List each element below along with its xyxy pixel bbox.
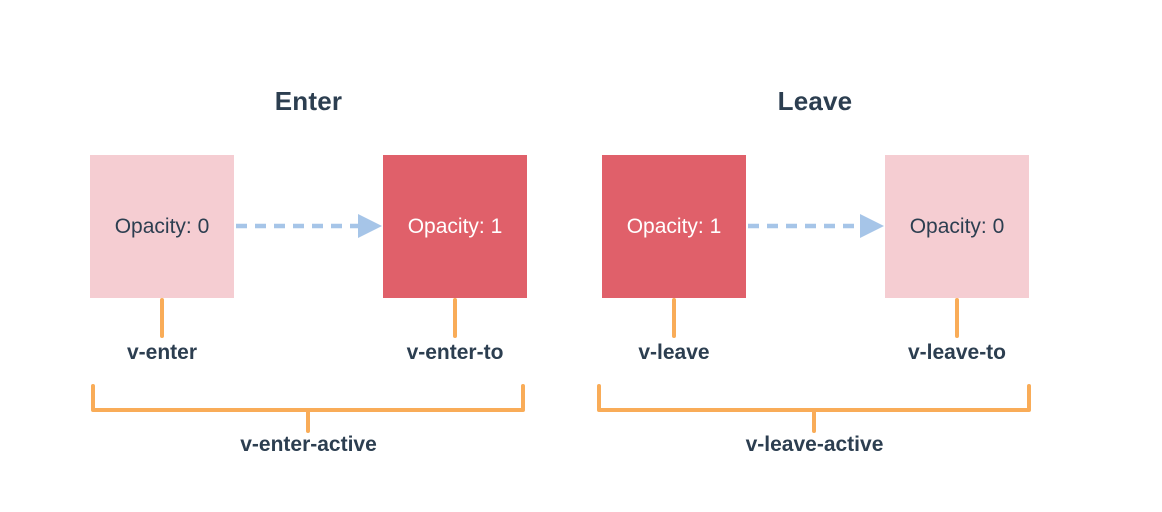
leave-title: Leave [777, 86, 853, 116]
leave-from-class-label: v-leave [638, 341, 710, 364]
enter-to-class-label: v-enter-to [406, 341, 504, 364]
leave-to-state-box: Opacity: 0 [885, 155, 1029, 298]
leave-from-state-box: Opacity: 1 [602, 155, 746, 298]
leave-to-state-text: Opacity: 0 [909, 214, 1005, 238]
leave-to-connector-line [955, 298, 959, 338]
enter-active-bracket-icon [91, 384, 525, 433]
enter-to-state-box: Opacity: 1 [383, 155, 527, 298]
leave-section: Leave Opacity: 1 Opacity: 0 v-leave v-le… [597, 84, 1031, 484]
enter-from-state-box: Opacity: 0 [90, 155, 234, 298]
enter-to-connector-line [453, 298, 457, 338]
enter-transition-arrow-icon [236, 214, 382, 238]
leave-from-connector-line [672, 298, 676, 338]
enter-from-state-text: Opacity: 0 [114, 214, 210, 238]
enter-active-class-label: v-enter-active [240, 433, 377, 456]
enter-to-state-text: Opacity: 1 [407, 214, 503, 238]
leave-transition-arrow-icon [748, 214, 884, 238]
enter-section: Enter Opacity: 0 Opacity: 1 v-enter v-en… [90, 84, 527, 484]
leave-to-class-label: v-leave-to [907, 341, 1007, 364]
leave-active-class-label: v-leave-active [745, 433, 884, 456]
enter-from-class-label: v-enter [126, 341, 198, 364]
enter-from-connector-line [160, 298, 164, 338]
enter-title: Enter [274, 86, 343, 116]
leave-from-state-text: Opacity: 1 [626, 214, 722, 238]
leave-active-bracket-icon [597, 384, 1031, 433]
